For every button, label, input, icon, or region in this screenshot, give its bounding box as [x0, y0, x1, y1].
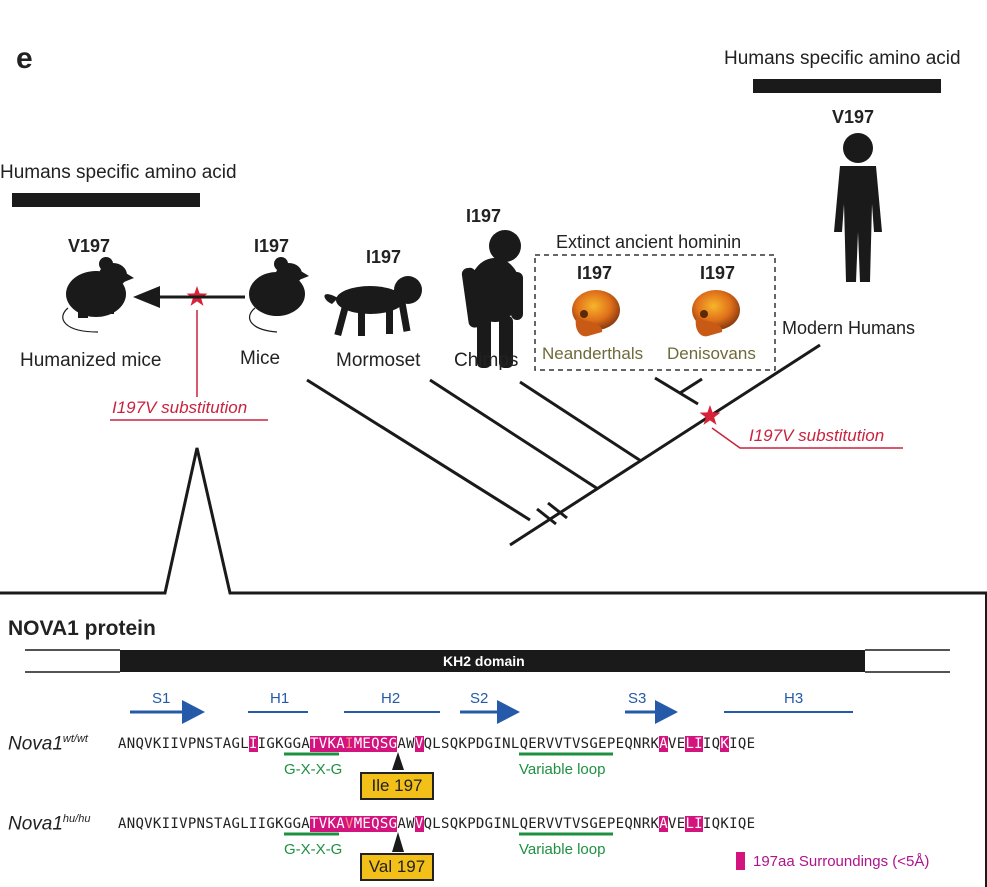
structure-label: S1: [152, 690, 171, 707]
structure-label: S2: [470, 690, 489, 707]
motif-label: G-X-X-G: [284, 841, 343, 858]
highlighted-residue: A: [659, 736, 668, 752]
mouse-icon: [62, 257, 134, 333]
highlighted-residue: K: [720, 736, 730, 752]
highlighted-residue: MEQSG: [353, 816, 398, 832]
residue-label: I197: [254, 236, 290, 256]
residue-label: V197: [68, 236, 111, 256]
substitution-label: I197V substitution: [749, 426, 885, 445]
sequence-segment: IGKGGA: [257, 736, 311, 752]
highlighted-residue: TVKA: [310, 736, 345, 752]
structure-label: H2: [381, 690, 401, 707]
highlighted-residue: A: [659, 816, 668, 832]
residue-label: I197: [700, 263, 736, 283]
star-icon: [699, 405, 721, 425]
highlighted-residue: V: [414, 736, 424, 752]
sequence-segment: IQE: [729, 736, 756, 752]
skull-icon: [572, 290, 620, 337]
mouse-icon: [249, 257, 309, 333]
protein-position-trace: [0, 447, 987, 595]
loop-label: Variable loop: [519, 761, 606, 778]
marmoset-icon: [324, 276, 422, 337]
sequence-segment: AW: [397, 736, 415, 752]
sequence-segment: ANQVKIIVPNSTAGL: [118, 736, 249, 752]
legend-swatch: [736, 852, 745, 870]
highlighted-residue: MEQSG: [353, 736, 398, 752]
extinct-hominin-box: [534, 254, 776, 371]
structure-label: H3: [784, 690, 804, 707]
sequence-segment: VE: [667, 736, 686, 752]
domain-label: KH2 domain: [443, 653, 525, 669]
highlighted-residue: I: [248, 736, 258, 752]
residue-label: I197: [466, 206, 502, 226]
legend-label: 197aa Surroundings (<5Å): [753, 853, 930, 870]
sequence-segment: AW: [397, 816, 415, 832]
highlighted-residue: V: [414, 816, 424, 832]
residue-label: V197: [832, 107, 875, 127]
genotype-label: Nova1hu/hu: [8, 813, 91, 835]
structure-label: S3: [628, 690, 647, 707]
arrow-icon: [133, 286, 245, 308]
structure-label: H1: [270, 690, 290, 707]
highlighted-residue: LI: [685, 816, 703, 832]
protein-title: NOVA1 protein: [8, 617, 156, 640]
sequence-segment: QLSQKPDGINLQERVVTVSGEPEQNRK: [423, 816, 660, 832]
loop-label: Variable loop: [519, 841, 606, 858]
sequence-segment: IQ: [702, 736, 721, 752]
species-label: Modern Humans: [782, 318, 916, 338]
species-label: Mice: [240, 348, 281, 369]
chimp-icon: [461, 230, 523, 368]
panel-label: e: [16, 42, 33, 75]
motif-label: G-X-X-G: [284, 761, 343, 778]
species-label: Mormoset: [336, 350, 421, 371]
sequence-hu: ANQVKIIVPNSTAGLIIGKGGATVKAVMEQSGAWVQLSQK…: [118, 816, 755, 832]
skull-icon: [692, 290, 740, 337]
species-label: Neanderthals: [542, 344, 644, 363]
sequence-segment: QLSQKPDGINLQERVVTVSGEPEQNRK: [423, 736, 660, 752]
sequence-segment: IQKIQE: [702, 816, 756, 832]
sequence-wt: ANQVKIIVPNSTAGLIIGKGGATVKAIMEQSGAWVQLSQK…: [118, 736, 755, 752]
ile197-label: Ile 197: [360, 772, 434, 800]
human-specific-label: Humans specific amino acid: [724, 48, 961, 69]
residue-label: I197: [366, 247, 402, 267]
sequence-segment: VE: [667, 816, 686, 832]
secondary-structures: [130, 700, 853, 724]
human-icon: [834, 133, 882, 282]
phylogenetic-tree: [306, 343, 821, 547]
highlighted-residue: LI: [685, 736, 703, 752]
kh2-domain-bar: [120, 650, 865, 672]
highlighted-residue: I: [344, 736, 354, 752]
highlighted-residue: TVKA: [310, 816, 345, 832]
val197-label: Val 197: [360, 853, 434, 881]
species-label: Denisovans: [667, 344, 756, 363]
human-specific-label: Humans specific amino acid: [0, 162, 237, 183]
highlighted-residue: V: [344, 816, 354, 832]
species-label: Humanized mice: [20, 350, 162, 371]
substitution-label: I197V substitution: [112, 398, 248, 417]
extinct-label: Extinct ancient hominin: [556, 232, 742, 252]
sequence-segment: ANQVKIIVPNSTAGLIIGKGGA: [118, 816, 311, 832]
human-specific-bar-left: [12, 193, 200, 207]
genotype-label: Nova1wt/wt: [8, 733, 88, 755]
species-label: Chimps: [454, 350, 519, 371]
human-specific-bar-right: [753, 79, 941, 93]
residue-label: I197: [577, 263, 613, 283]
